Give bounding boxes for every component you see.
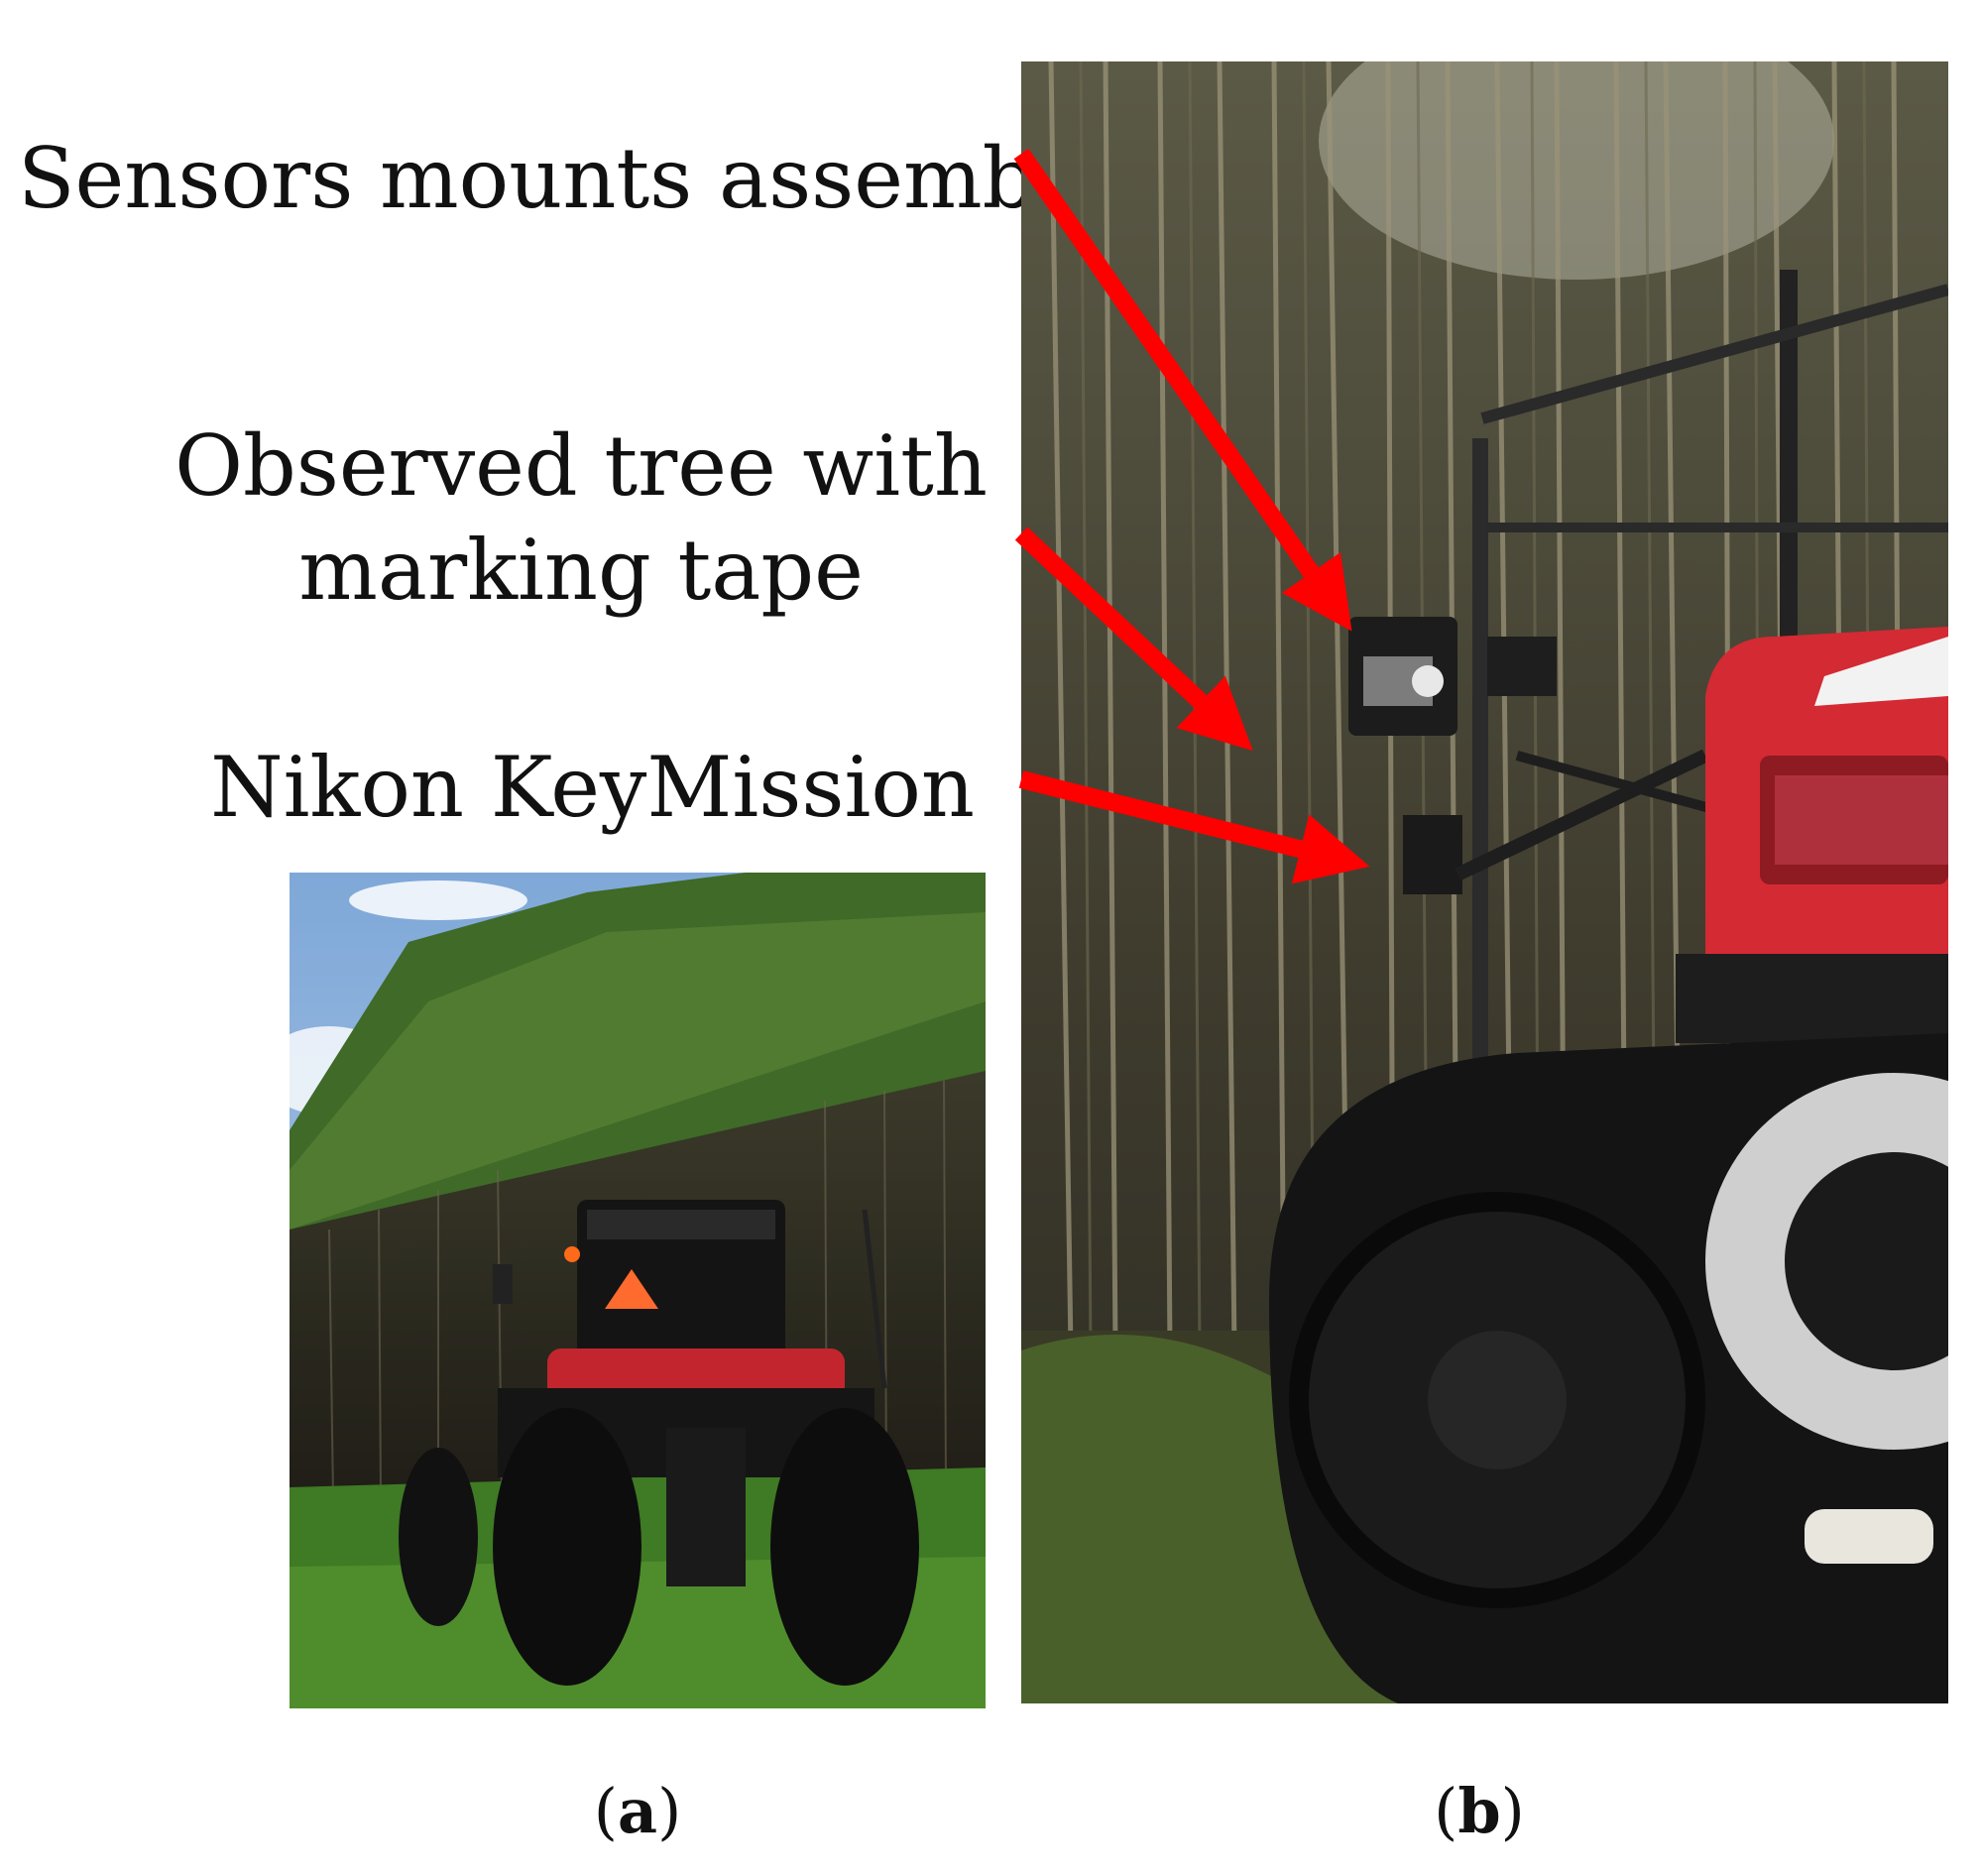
panel-label-b-letter: b <box>1457 1775 1501 1847</box>
panel-label-a: (a) <box>593 1775 682 1847</box>
label-observed-tree-line2: marking tape <box>298 522 864 619</box>
photo-b-sensor-mount-closeup <box>1021 61 1948 1703</box>
photo-a-tractor-field <box>290 873 986 1708</box>
label-observed-tree-line1: Observed tree with <box>175 417 988 515</box>
panel-label-b: (b) <box>1434 1775 1525 1847</box>
arrow-observed-tree <box>1014 527 1253 752</box>
panel-label-a-letter: a <box>617 1775 658 1847</box>
arrow-nikon-camera <box>1018 770 1370 884</box>
label-sensors-mounts-assembly: Sensors mounts assembly <box>18 130 1109 227</box>
label-observed-tree: Observed tree with marking tape <box>175 414 988 623</box>
arrow-sensors-mount <box>1013 148 1352 632</box>
label-nikon-keymission: Nikon KeyMission <box>210 739 975 836</box>
